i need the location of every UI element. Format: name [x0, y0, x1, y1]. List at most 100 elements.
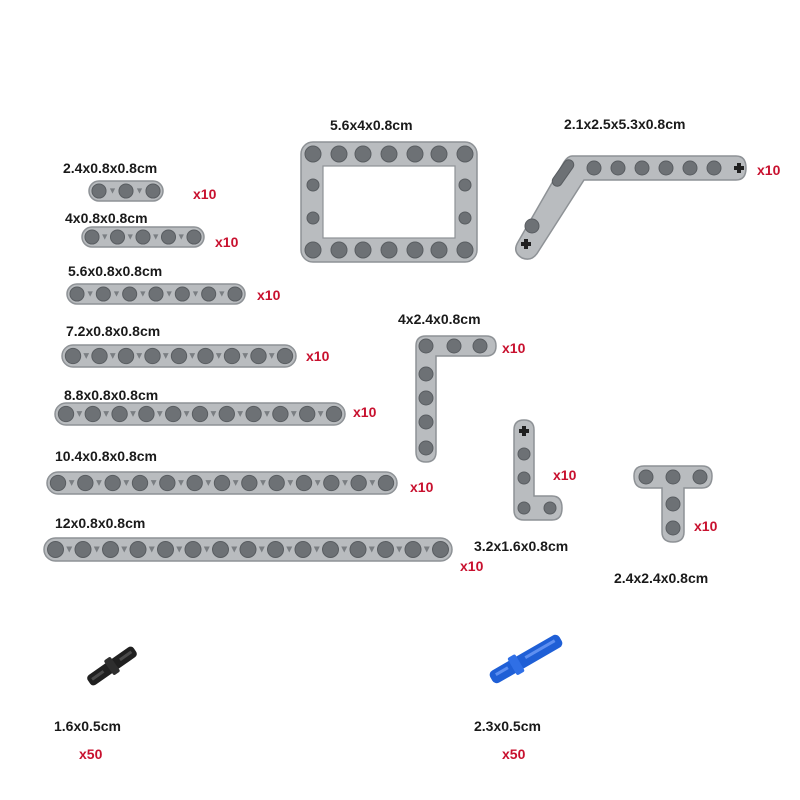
beam-hole [111, 405, 128, 423]
beam-notch [103, 411, 110, 417]
beam-hole [102, 541, 119, 558]
beam-notch [113, 291, 120, 297]
beam-notch [93, 546, 100, 553]
beam-notch [232, 480, 239, 486]
beam-hole [117, 347, 135, 365]
beam-notch [87, 291, 93, 297]
beam-hole [74, 541, 92, 558]
beam-hole [109, 229, 126, 245]
qty-beam15: x10 [460, 558, 484, 574]
beam-notch [130, 411, 136, 417]
qty-pin-black: x50 [79, 746, 103, 762]
beam-hole [57, 405, 75, 423]
beam-hole [223, 347, 241, 365]
size-label-beam5: 4x0.8x0.8cm [65, 210, 148, 226]
qty-beam3: x10 [193, 186, 217, 202]
beam-hole [322, 541, 339, 558]
size-label-t33: 2.4x2.4x0.8cm [614, 570, 709, 586]
beam-hole [129, 541, 147, 558]
beam-hole [84, 229, 100, 245]
beam-hole [377, 541, 394, 558]
beam-notch [192, 291, 199, 297]
beam-hole [184, 541, 202, 558]
beam-hole [91, 347, 108, 365]
beam-hole [145, 183, 161, 199]
qty-beam9: x10 [306, 348, 330, 364]
black-friction-pin [87, 646, 137, 686]
beam-hole [95, 286, 111, 302]
l-liftarm-2x4 [513, 419, 563, 521]
beam-notch [166, 291, 172, 297]
beam-notch [136, 353, 143, 359]
beam-notch [109, 353, 116, 359]
size-label-l24: 3.2x1.6x0.8cm [474, 538, 569, 554]
beam-hole [201, 286, 217, 302]
beam-notch [109, 188, 116, 194]
beam-hole [122, 286, 138, 302]
qty-l35: x10 [502, 340, 526, 356]
beam-hole [91, 183, 107, 199]
beam-hole [47, 541, 64, 558]
beam-notch [140, 291, 146, 297]
beam-hole [295, 474, 313, 492]
beam-notch [178, 480, 184, 486]
beam-hole [135, 229, 151, 245]
beam-notch [203, 546, 210, 553]
beam-notch [287, 480, 294, 486]
beam-notch [76, 411, 83, 417]
beam-notch [156, 411, 163, 417]
t-liftarm-3x3 [633, 465, 713, 543]
qty-pin-blue: x50 [502, 746, 526, 762]
beam-notch [396, 546, 403, 553]
beam-7-hole [66, 283, 246, 305]
beam-notch [342, 480, 348, 486]
beam-3-hole [88, 180, 164, 202]
beam-hole [159, 474, 176, 492]
beam-hole [118, 183, 134, 199]
l-liftarm-3x5 [415, 335, 497, 463]
beam-notch [148, 546, 155, 553]
beam-hole [250, 347, 267, 365]
beam-notch [183, 411, 190, 417]
beam-notch [136, 188, 143, 194]
beam-hole [191, 405, 209, 423]
beam-notch [153, 234, 159, 240]
size-label-beam3: 2.4x0.8x0.8cm [63, 160, 158, 176]
blue-friction-pin [489, 634, 563, 684]
beam-hole [197, 347, 214, 365]
beam-hole [245, 405, 262, 423]
beam-hole [186, 474, 203, 492]
size-label-pin-black: 1.6x0.5cm [54, 718, 121, 734]
qty-beam11: x10 [353, 404, 377, 420]
beam-hole [272, 405, 289, 423]
size-label-frame: 5.6x4x0.8cm [330, 117, 413, 133]
size-label-beam13: 10.4x0.8x0.8cm [55, 448, 157, 464]
beam-notch [162, 353, 169, 359]
beam-hole [212, 541, 229, 558]
beam-notch [313, 546, 320, 553]
size-label-beam7: 5.6x0.8x0.8cm [68, 263, 163, 279]
beam-notch [286, 546, 293, 553]
beam-hole [49, 474, 67, 492]
beam-notch [96, 480, 102, 486]
qty-t33: x10 [694, 518, 718, 534]
beam-notch [341, 546, 348, 553]
beam-notch [423, 546, 430, 553]
beam-9-hole [61, 344, 297, 368]
beam-notch [68, 480, 75, 486]
qty-beam5: x10 [215, 234, 239, 250]
beam-notch [242, 353, 249, 359]
beam-hole [160, 229, 177, 245]
beam-11-hole [54, 402, 346, 426]
beam-notch [219, 291, 225, 297]
qty-l24: x10 [553, 467, 577, 483]
beam-hole [432, 541, 449, 558]
qty-beam13: x10 [410, 479, 434, 495]
beam-notch [368, 546, 375, 553]
beam-hole [268, 474, 285, 492]
beam-notch [314, 480, 321, 486]
beam-hole [77, 474, 94, 492]
beam-13-hole [46, 471, 398, 495]
beam-hole [267, 541, 284, 558]
beam-notch [150, 480, 157, 486]
